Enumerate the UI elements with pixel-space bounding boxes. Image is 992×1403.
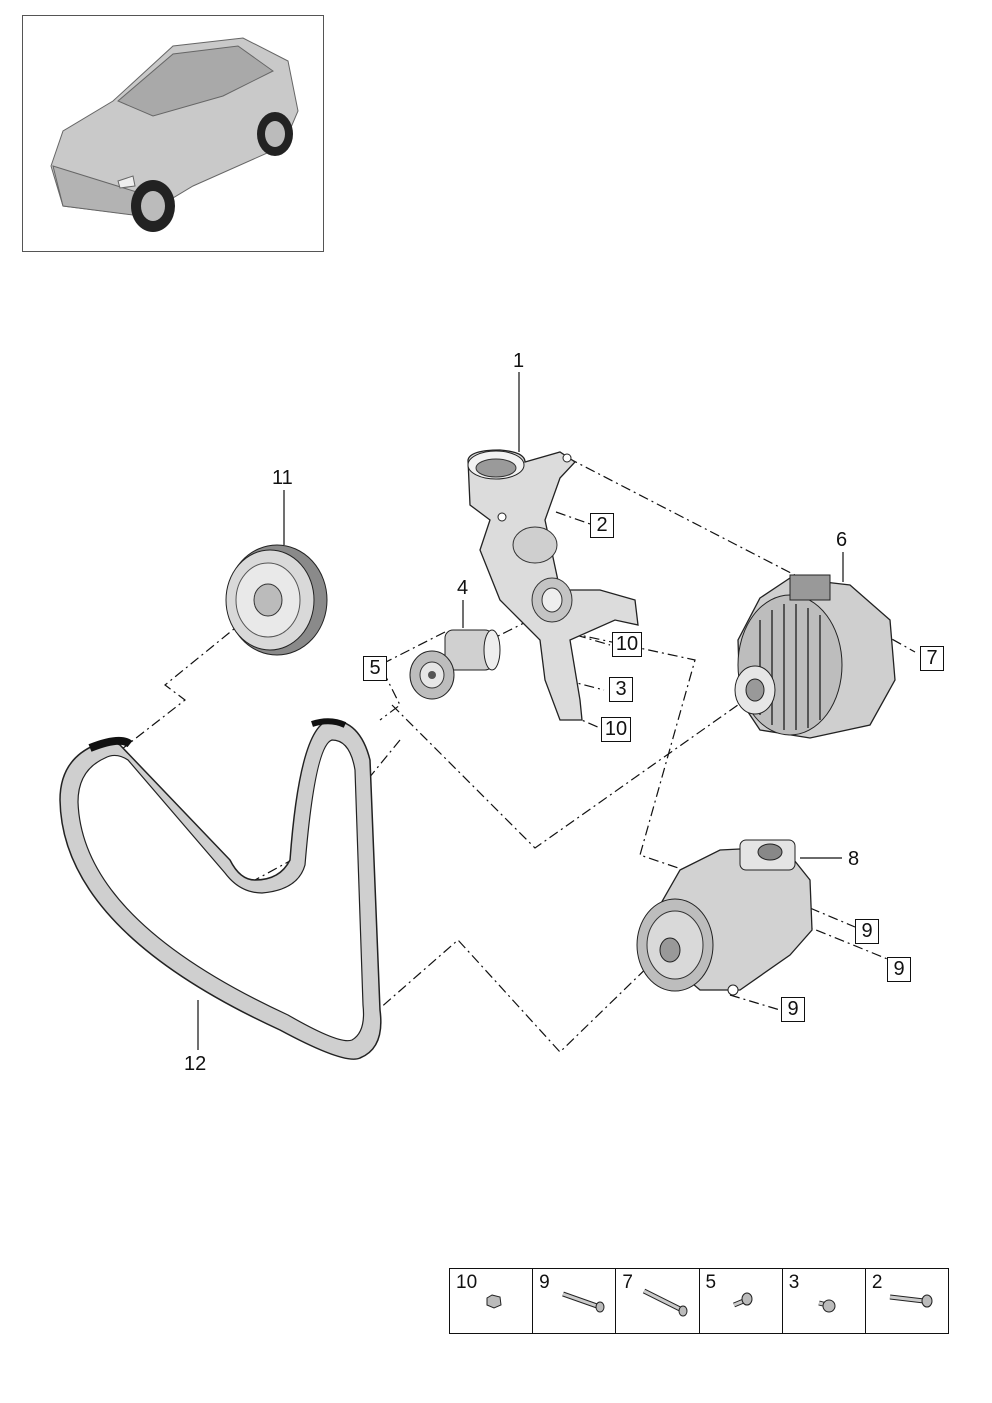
fastener-number: 3 [788, 1272, 800, 1293]
callout-4: 4 [457, 577, 469, 599]
callout-1: 1 [513, 350, 525, 372]
callout-9-box-1: 9 [855, 919, 879, 944]
short-bolt-icon [732, 1292, 753, 1308]
fastener-cell-3: 3 [783, 1269, 866, 1333]
callout-2-box: 2 [590, 513, 614, 538]
fastener-number: 10 [456, 1272, 478, 1293]
callout-7-box: 7 [920, 646, 944, 671]
ac-compressor [636, 839, 813, 996]
callout-5-box: 5 [363, 656, 387, 681]
callout-6: 6 [836, 529, 848, 551]
nut-icon [486, 1294, 502, 1309]
fastener-number: 5 [705, 1272, 717, 1293]
callout-10-box-upper: 10 [612, 632, 642, 657]
short-bolt-icon [818, 1299, 836, 1313]
fastener-legend-table: 10 9 7 5 3 [449, 1268, 949, 1334]
leader-lines [197, 372, 844, 1050]
fastener-cell-10: 10 [450, 1269, 534, 1333]
drive-belt [59, 718, 382, 1060]
fastener-cell-2: 2 [866, 1269, 948, 1333]
vehicle-thumbnail [22, 15, 324, 252]
medium-bolt-icon [889, 1294, 933, 1308]
callout-9-box-2: 9 [887, 957, 911, 982]
callout-11: 11 [272, 467, 293, 489]
callout-10-box-lower: 10 [601, 717, 631, 742]
callout-3-box: 3 [609, 677, 633, 702]
fastener-number: 9 [539, 1272, 550, 1293]
crankshaft-pulley [225, 544, 328, 656]
callout-9-box-3: 9 [781, 997, 805, 1022]
callout-8: 8 [848, 848, 860, 870]
belt-tensioner [409, 629, 501, 700]
fastener-cell-7: 7 [616, 1269, 700, 1333]
suv-illustration [50, 37, 299, 232]
long-bolt-icon [643, 1288, 688, 1317]
fastener-cell-9: 9 [533, 1269, 617, 1333]
callout-12: 12 [184, 1053, 207, 1075]
fastener-number: 2 [871, 1272, 883, 1293]
long-bolt-icon [562, 1291, 605, 1313]
fastener-cell-5: 5 [700, 1269, 783, 1333]
engine-bracket [467, 449, 639, 721]
alternator [734, 574, 896, 739]
fastener-number: 7 [622, 1272, 633, 1293]
